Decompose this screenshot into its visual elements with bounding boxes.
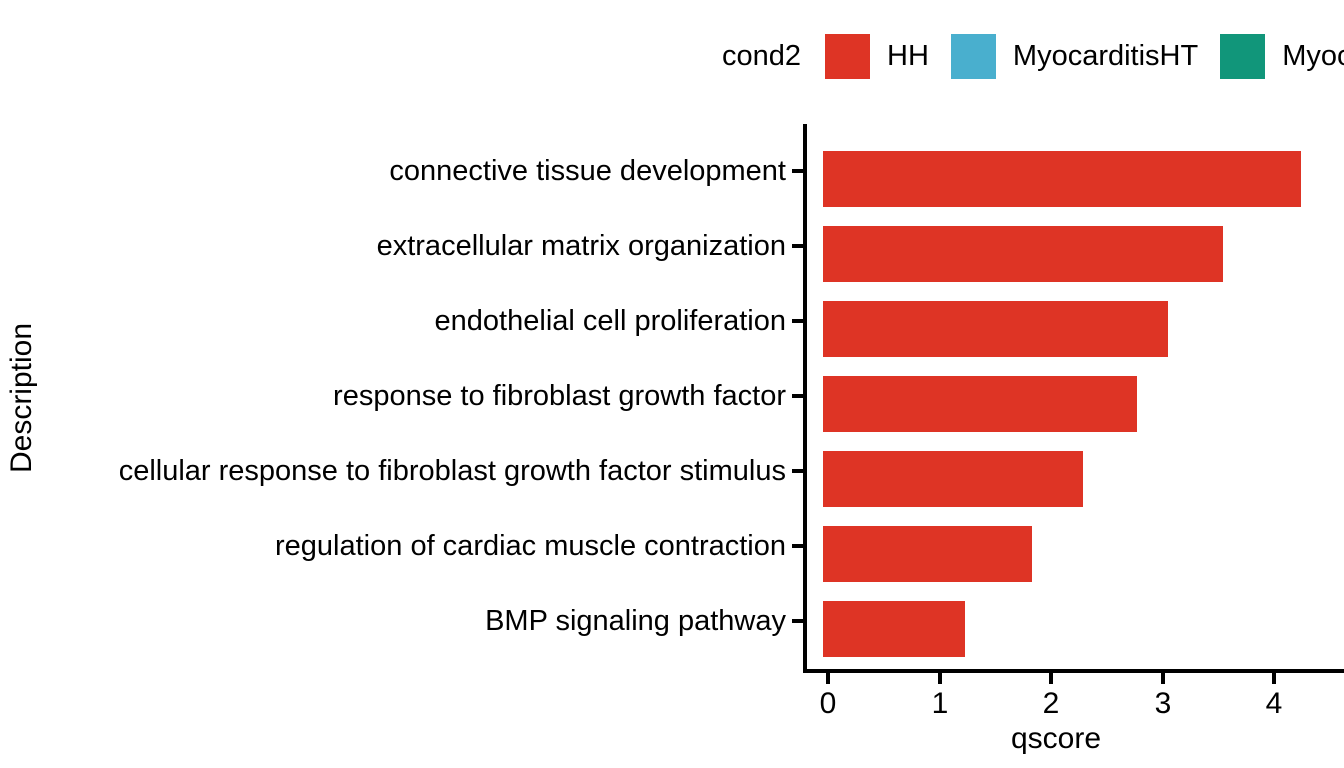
bar-regulation-of-cardiac-muscle-contraction[interactable] — [823, 526, 1032, 582]
bar-cellular-response-to-fibroblast-growth-factor-stimulus[interactable] — [823, 451, 1083, 507]
x-tick-0 — [826, 673, 830, 684]
x-tick-label-4: 4 — [1265, 687, 1283, 720]
x-tick-4 — [1272, 673, 1276, 684]
x-tick-label-2: 2 — [1042, 687, 1060, 720]
legend-label-hh: HH — [887, 39, 929, 72]
x-tick-label-3: 3 — [1154, 687, 1172, 720]
y-axis-title: Description — [5, 322, 38, 474]
plot-panel — [803, 124, 1344, 671]
x-tick-label-1: 1 — [931, 687, 949, 720]
x-tick-1 — [938, 673, 942, 684]
x-tick-label-0: 0 — [819, 687, 837, 720]
y-label-regulation-of-cardiac-muscle-contraction: regulation of cardiac muscle contraction — [275, 530, 786, 562]
y-label-bmp-signaling-pathway: BMP signaling pathway — [485, 605, 786, 637]
legend-label-myocard: Myocard — [1282, 39, 1344, 72]
legend-label-myocarditisht: MyocarditisHT — [1012, 39, 1199, 72]
y-tick-6 — [792, 619, 803, 623]
legend-swatch-myocard — [1220, 33, 1266, 79]
bar-response-to-fibroblast-growth-factor[interactable] — [823, 376, 1138, 432]
y-tick-4 — [792, 469, 803, 473]
y-tick-0 — [792, 169, 803, 173]
y-label-extracellular-matrix-organization: extracellular matrix organization — [376, 230, 786, 262]
x-axis-title: qscore — [1010, 722, 1102, 755]
y-label-response-to-fibroblast-growth-factor: response to fibroblast growth factor — [333, 380, 786, 412]
y-tick-2 — [792, 319, 803, 323]
legend-title: cond2 — [722, 39, 802, 72]
y-axis-line — [803, 124, 807, 673]
legend-item-hh[interactable]: HH — [825, 33, 929, 79]
bar-extracellular-matrix-organization[interactable] — [823, 226, 1224, 282]
legend-swatch-myocarditisht — [950, 33, 996, 79]
legend-item-myocard[interactable]: Myocard — [1220, 33, 1344, 79]
y-tick-3 — [792, 394, 803, 398]
x-axis-line — [803, 669, 1344, 673]
bar-bmp-signaling-pathway[interactable] — [823, 601, 965, 657]
x-tick-2 — [1049, 673, 1053, 684]
x-tick-3 — [1161, 673, 1165, 684]
y-label-endothelial-cell-proliferation: endothelial cell proliferation — [434, 305, 786, 337]
y-label-cellular-response-to-fibroblast-growth-factor-stimulus: cellular response to fibroblast growth f… — [118, 455, 786, 487]
legend-item-myocarditisht[interactable]: MyocarditisHT — [950, 33, 1199, 79]
bar-endothelial-cell-proliferation[interactable] — [823, 301, 1168, 357]
chart-legend: cond2 HH MyocarditisHT Myocard — [722, 28, 1344, 84]
y-tick-5 — [792, 544, 803, 548]
legend-swatch-hh — [825, 33, 871, 79]
bar-connective-tissue-development[interactable] — [823, 151, 1302, 207]
y-tick-1 — [792, 244, 803, 248]
y-label-connective-tissue-development: connective tissue development — [389, 155, 786, 187]
